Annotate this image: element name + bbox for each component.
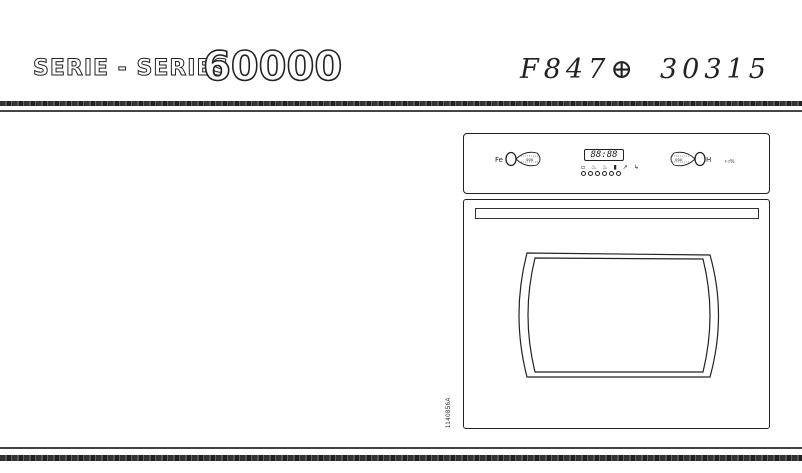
clock-display: 88:88 (584, 149, 624, 161)
oven-body (463, 199, 770, 429)
header-rule-thick (0, 101, 802, 106)
temperature-knob-icon: Fe ooo (495, 151, 541, 167)
oven-control-panel (463, 133, 770, 194)
function-button (581, 171, 586, 176)
panel-marking: r·r% (725, 159, 735, 165)
series-number: 60000 (202, 43, 343, 91)
function-button-icons: ▫ ♨ ♨ ▮ ↗ ↳ (581, 164, 641, 171)
figure-reference-code: 1140856A (446, 397, 452, 428)
svg-text:Fe: Fe (495, 156, 503, 164)
series-label: SERIE - SERIES (32, 56, 230, 82)
function-buttons (581, 171, 621, 176)
function-button (602, 171, 607, 176)
function-button (595, 171, 600, 176)
svg-text:ooo: ooo (526, 157, 534, 162)
oven-door-window (518, 252, 720, 378)
header-rule-thin (0, 110, 802, 112)
function-button (616, 171, 621, 176)
footer-rule-thin (0, 447, 802, 449)
function-button (588, 171, 593, 176)
svg-text:H: H (706, 156, 711, 164)
handwritten-serial-number: 30315 (660, 54, 771, 85)
function-button (609, 171, 614, 176)
oven-door-handle (475, 208, 759, 219)
function-knob-icon: ooo H (670, 151, 711, 167)
svg-text:ooo: ooo (675, 157, 683, 162)
handwritten-model-code: F847⊕ (520, 54, 638, 85)
footer-rule-thick (0, 455, 802, 461)
